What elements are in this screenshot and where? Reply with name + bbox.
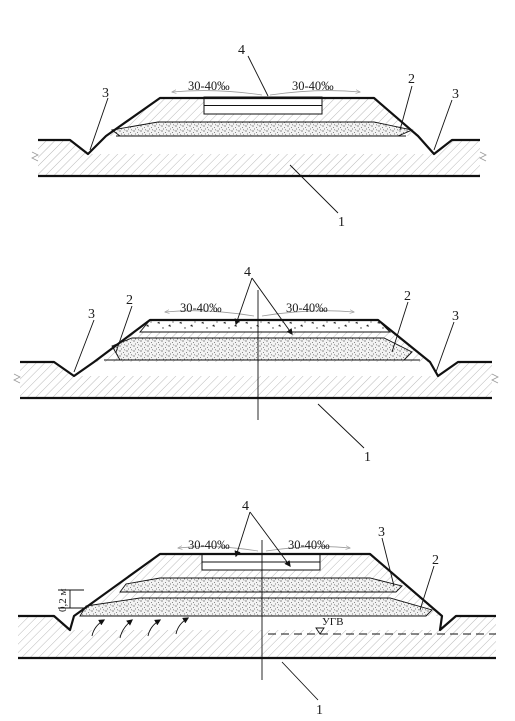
leader-2: [419, 565, 435, 611]
leader-2: [399, 85, 413, 131]
slope-arrow-right: [261, 311, 354, 317]
capillary-arrow-4: [175, 617, 190, 635]
leader-4-left: [234, 277, 253, 326]
capillary-arrow-3: [147, 619, 162, 637]
callout-3-right: 3: [452, 87, 459, 102]
slope-label-left: 30-40‰: [180, 301, 222, 315]
slope-arrow-right: [265, 547, 350, 552]
leader-3: [381, 537, 395, 587]
water-level-label: УГВ: [322, 616, 343, 628]
capillary-arrow-2: [119, 619, 133, 639]
leader-4-right: [249, 511, 291, 568]
leader-4-right: [251, 277, 293, 336]
slope-label-left: 30-40‰: [188, 538, 230, 552]
leader-3-left: [89, 97, 109, 151]
callout-2-left: 2: [126, 293, 133, 308]
section-b: 30-40‰ 30-40‰ 4 2 2 3 3 1: [13, 265, 499, 465]
callout-3-right: 3: [452, 309, 459, 324]
capillary-arrow-1: [91, 619, 106, 637]
leader-3-right: [433, 99, 453, 151]
slope-label-left: 30-40‰: [188, 79, 230, 93]
slope-arrow-left: [165, 311, 255, 317]
ground-surface: [20, 318, 492, 378]
callout-3-left: 3: [102, 86, 109, 101]
leader-3-right: [435, 321, 455, 373]
leader-2-right: [391, 301, 409, 353]
break-mark-left: [13, 373, 21, 384]
height-dimension-label: 0,2 м: [57, 589, 69, 613]
leader-1: [289, 164, 339, 214]
callout-3: 3: [378, 525, 385, 540]
water-level-mark: [315, 627, 325, 635]
gravel-layer: [111, 337, 413, 361]
break-mark-right: [479, 151, 487, 162]
upper-gravel-layer: [119, 577, 403, 593]
ground-hatch: [18, 616, 496, 658]
slope-arrow-left: [172, 91, 263, 96]
leader-4: [247, 55, 269, 97]
top-rubble-layer: [139, 319, 392, 333]
ground-surface: [38, 96, 480, 156]
ground-hatch: [20, 362, 492, 398]
callout-4: 4: [244, 265, 251, 280]
callout-4: 4: [238, 43, 245, 58]
section-c: УГВ 0,2 м 30-40‰ 30-40‰ 4 3 2 1: [18, 499, 496, 718]
leader-1: [281, 661, 319, 701]
slope-arrow-left: [178, 547, 259, 552]
callout-4: 4: [242, 499, 249, 514]
slope-arrow-right: [269, 91, 360, 96]
callout-3-left: 3: [88, 307, 95, 322]
leader-1: [317, 403, 365, 449]
leader-4-left: [234, 511, 251, 558]
leader-3-left: [73, 319, 95, 373]
callout-1: 1: [338, 215, 345, 230]
callout-2: 2: [432, 553, 439, 568]
callout-2-right: 2: [404, 289, 411, 304]
slope-label-right: 30-40‰: [286, 301, 328, 315]
break-mark-left: [31, 151, 39, 162]
leader-2-left: [115, 305, 133, 353]
ground-hatch: [38, 140, 480, 176]
ground-surface: [18, 552, 496, 632]
slope-label-right: 30-40‰: [292, 79, 334, 93]
callout-1: 1: [364, 450, 371, 465]
base-layer: [110, 121, 414, 137]
callout-2: 2: [408, 72, 415, 87]
section-a: 30-40‰ 30-40‰ 4 3 2 3 1: [31, 43, 487, 230]
slope-label-right: 30-40‰: [288, 538, 330, 552]
callout-1: 1: [316, 703, 323, 718]
drainage-layer: [79, 597, 433, 617]
break-mark-right: [491, 373, 499, 384]
